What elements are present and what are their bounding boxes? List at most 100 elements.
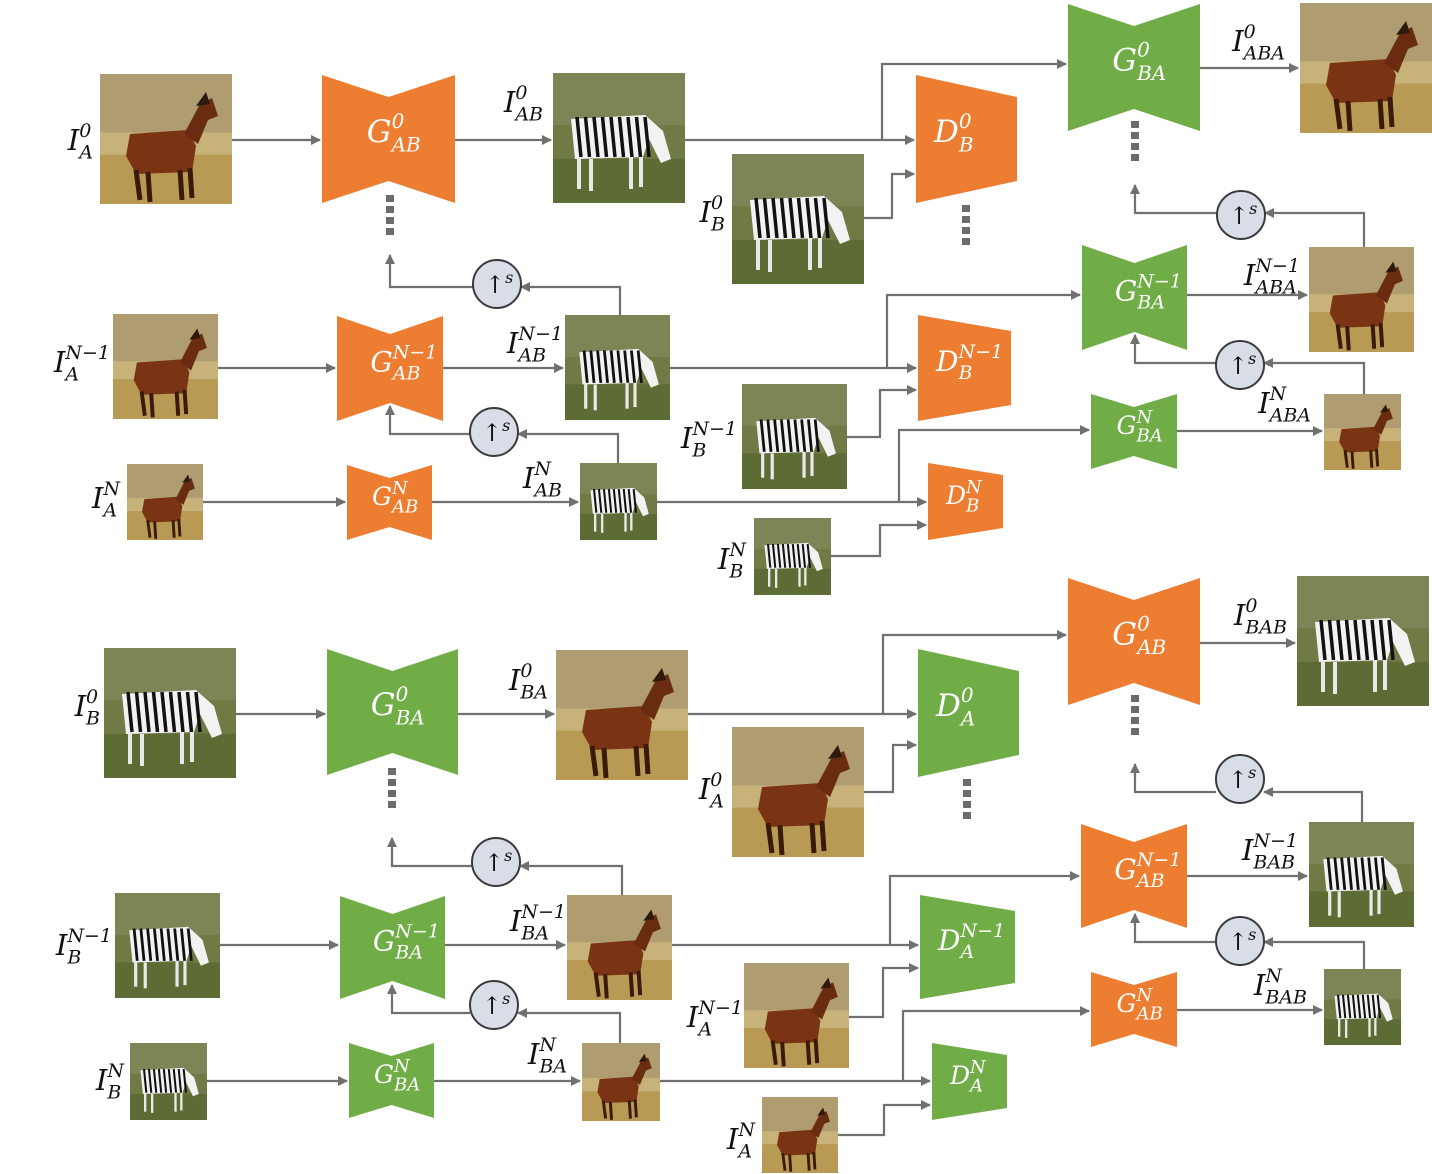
ellipsis-dot: [962, 227, 970, 234]
generator-block-G_BA_0_top: [1068, 4, 1200, 131]
upsample-circle: [472, 259, 522, 309]
ellipsis-dot: [963, 812, 971, 819]
discriminator-block-D_A_0: [918, 649, 1019, 777]
upsample-symbol: ↑s: [1228, 925, 1256, 956]
connector-arrow: [1263, 358, 1366, 394]
zebra-image-I_B_N_bottom: [130, 1043, 207, 1120]
zebra-image-I_AB_N1: [565, 315, 670, 420]
upsample-symbol: ↑s: [485, 268, 513, 299]
connector-layer: [203, 59, 1366, 1137]
connector-arrow: [901, 1006, 1090, 1081]
generator-block-G_AB_N_bottom: [1091, 972, 1177, 1047]
connector-arrow: [519, 861, 624, 895]
discriminator-block-D_B_N1: [918, 315, 1011, 421]
upsample-circle: [469, 407, 519, 457]
generator-block-G_BA_N_top: [1091, 394, 1177, 469]
upsample-circle: [1215, 340, 1265, 390]
connector-arrow: [1130, 913, 1216, 944]
ellipsis-dot: [1131, 717, 1139, 724]
zebra-image-I_AB_N: [580, 463, 657, 540]
zebra-image-I_B_N1: [742, 384, 847, 489]
generator-block-G_BA_N1_top: [1082, 245, 1187, 350]
generator-block-G_BA_N1_bottom: [340, 896, 445, 999]
horse-image-I_ABA_0: [1300, 3, 1432, 133]
zebra-image-I_BAB_0: [1297, 576, 1429, 706]
connector-arrow: [847, 385, 917, 439]
ellipsis-dot: [388, 801, 396, 808]
horse-image-I_A_0: [100, 74, 232, 204]
horse-image-I_BA_N1: [567, 895, 672, 1000]
ellipsis-dot: [962, 205, 970, 212]
horse-image-I_A_N1_bottom: [744, 963, 849, 1068]
upsample-symbol: ↑s: [482, 416, 510, 447]
ellipsis-dot: [386, 195, 394, 202]
connector-arrow: [1264, 208, 1366, 247]
ellipsis-dot: [1131, 695, 1139, 702]
connector-arrow: [838, 1100, 931, 1137]
zebra-image-I_BAB_N1: [1309, 822, 1414, 927]
ellipsis-dot: [963, 779, 971, 786]
connector-arrow: [387, 837, 472, 868]
discriminator-block-D_A_N: [932, 1043, 1007, 1120]
ellipsis-dot: [386, 206, 394, 213]
connector-arrow: [831, 520, 927, 558]
horse-image-I_A_N: [127, 464, 203, 540]
generator-block-G_AB_0_bottom: [1068, 578, 1200, 705]
connector-arrow: [881, 630, 1067, 714]
ellipsis-dot: [1131, 143, 1139, 150]
connector-arrow: [864, 740, 917, 794]
upsample-symbol: ↑s: [484, 846, 512, 877]
upsample-circle: [1215, 916, 1265, 966]
discriminator-block-D_A_N1: [920, 895, 1015, 999]
connector-arrow: [517, 1008, 622, 1043]
connector-arrow: [517, 429, 620, 463]
ellipsis-dot: [1131, 706, 1139, 713]
connector-arrow: [849, 963, 919, 1019]
horse-image-I_A0_bottom: [732, 727, 864, 857]
ellipsis-dot: [388, 779, 396, 786]
upsample-circle: [1216, 190, 1266, 240]
zebra-image-I_AB_0: [553, 73, 685, 203]
connector-arrow: [1263, 937, 1366, 969]
horse-image-I_BA_N: [582, 1043, 660, 1121]
connector-arrow: [1263, 787, 1364, 822]
ellipsis-dot: [1131, 728, 1139, 735]
connector-arrow: [1130, 763, 1216, 794]
ellipsis-dot: [1131, 132, 1139, 139]
generator-block-G_BA_0_bottom: [327, 649, 458, 775]
connector-arrow: [387, 984, 470, 1015]
connector-arrow: [864, 169, 915, 220]
generator-block-G_AB_N1_top: [337, 316, 443, 421]
